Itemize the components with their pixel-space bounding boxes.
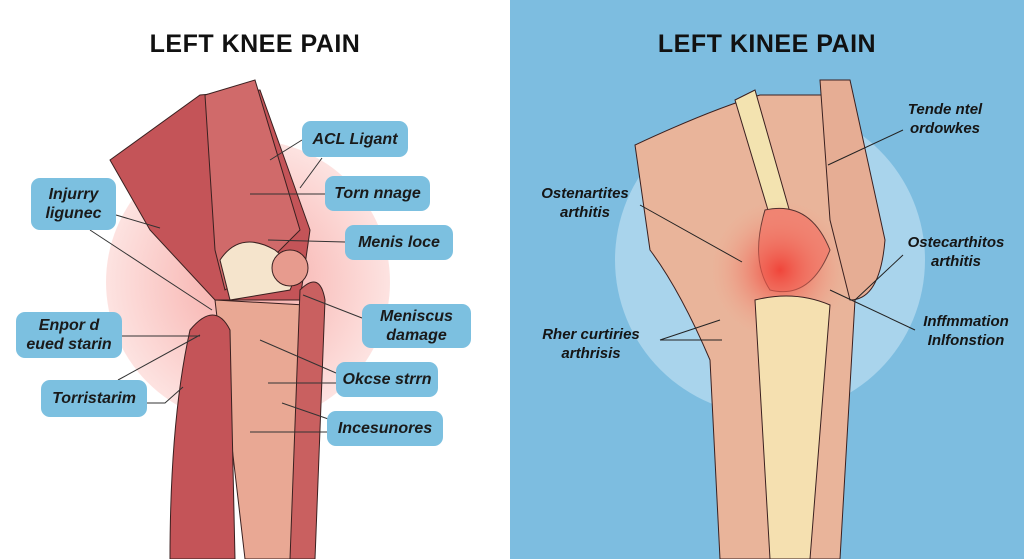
label-okcse-strrn: Okcse strrn bbox=[336, 362, 438, 397]
label-acl-ligant: ACL Ligant bbox=[302, 121, 408, 157]
label-inflammation: Inffmmation Inlfonstion bbox=[923, 313, 1009, 349]
leader-lines bbox=[639, 129, 916, 341]
label-tende-ntel-ordowkes: Tende ntel ordowkes bbox=[907, 101, 983, 137]
label-incesunores: Incesunores bbox=[327, 411, 443, 446]
label-enpor-eued-starin: Enpor d eued starin bbox=[16, 312, 122, 358]
label-torn-nnage: Torn nnage bbox=[325, 176, 430, 211]
label-injurry-ligunec: Injurry ligunec bbox=[31, 178, 116, 230]
label-ostenartites-arthitis: Ostenartites arthitis bbox=[541, 185, 629, 221]
muscle-anatomy-illustration bbox=[89, 79, 390, 559]
left-title: LEFT KNEE PAIN bbox=[149, 30, 361, 58]
leader-lines bbox=[89, 139, 363, 433]
left-knee-anatomy-panel: LEFT KNEE PAIN ACL Ligant Torn nnage Men… bbox=[0, 0, 510, 559]
label-rher-curtiries-arthrisis: Rher curtiries arthrisis bbox=[542, 326, 640, 362]
label-torristarim: Torristarim bbox=[41, 380, 147, 417]
label-meniscus-damage: Meniscus damage bbox=[362, 304, 471, 348]
right-title: LEFT KINEE PAIN bbox=[657, 30, 877, 58]
inflamed-knee-illustration bbox=[615, 79, 925, 559]
right-knee-inflammation-panel: LEFT KINEE PAIN Tende ntel ordowkes Oste… bbox=[510, 0, 1024, 559]
label-ostecarthitos-arthitis: Ostecarthitos arthitis bbox=[907, 234, 1005, 270]
label-menis-loce: Menis loce bbox=[345, 225, 453, 260]
